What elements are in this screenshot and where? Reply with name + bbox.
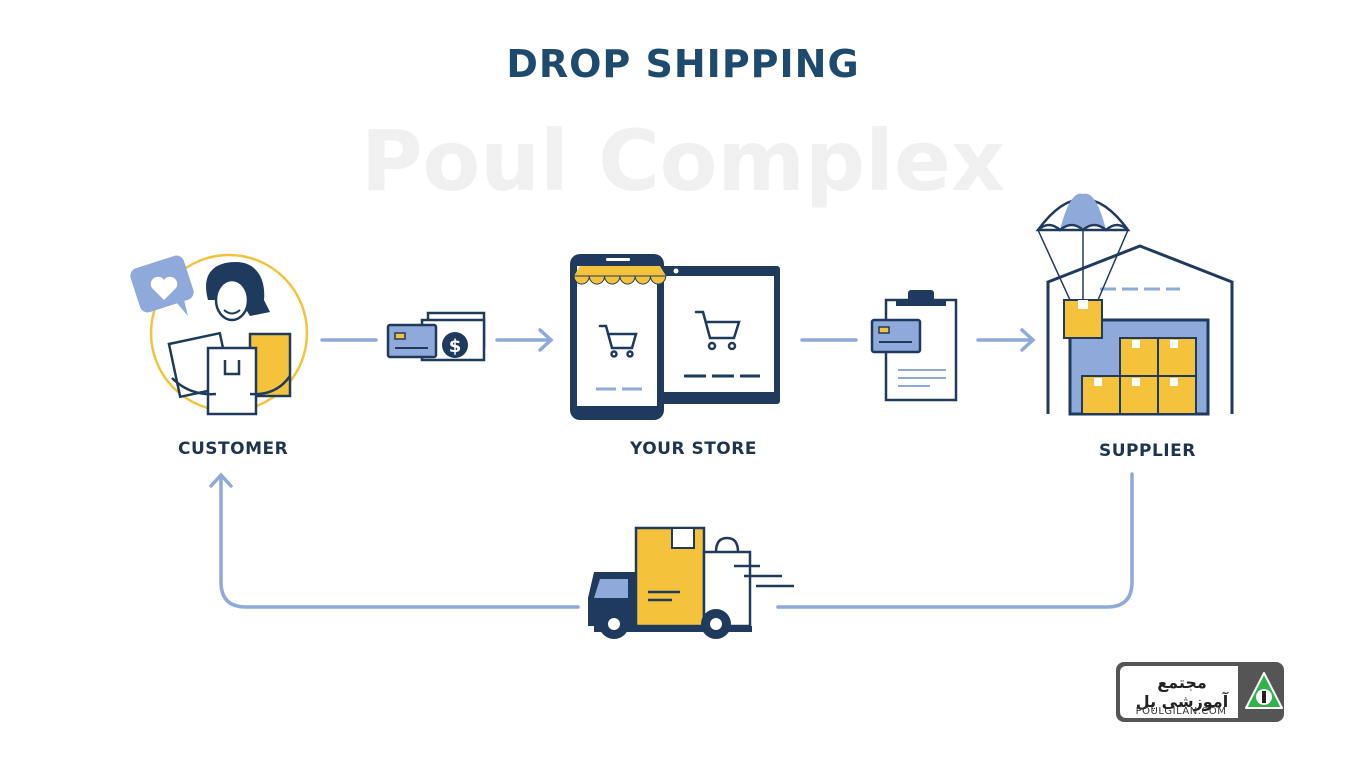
brand-badge[interactable]: مجتمع آموزشی پل POULGILAN.COM xyxy=(1116,662,1284,722)
arrow-order-to-supplier xyxy=(976,328,1036,352)
store-icon xyxy=(570,254,780,420)
watermark-text: Poul Complex xyxy=(360,112,1006,210)
store-label: YOUR STORE xyxy=(630,439,757,459)
badge-name: مجتمع آموزشی پل xyxy=(1135,673,1229,711)
customer-label: CUSTOMER xyxy=(178,439,289,459)
customer-icon xyxy=(130,253,309,416)
badge-url: POULGILAN.COM xyxy=(1135,706,1227,717)
arrow-truck-to-customer xyxy=(209,472,580,609)
payment-icon: $ xyxy=(386,311,486,362)
heart-chat-icon xyxy=(130,255,194,316)
diagram-title: DROP SHIPPING xyxy=(506,42,860,86)
connector-supplier-to-truck xyxy=(776,472,1134,609)
cart-icon xyxy=(598,324,638,358)
supplier-warehouse-icon xyxy=(1035,193,1234,416)
badge-text-panel: مجتمع آموزشی پل POULGILAN.COM xyxy=(1120,666,1238,718)
brand-logo-icon xyxy=(1245,672,1283,709)
flow-connectors xyxy=(209,328,1134,609)
cart-icon-large xyxy=(694,310,741,351)
parachute-icon xyxy=(1035,193,1131,339)
svg-text:$: $ xyxy=(449,336,462,357)
delivery-truck-icon xyxy=(588,526,794,639)
supplier-label: SUPPLIER xyxy=(1099,441,1196,461)
order-clipboard-icon xyxy=(870,290,958,402)
arrow-payment-to-store xyxy=(495,328,554,352)
